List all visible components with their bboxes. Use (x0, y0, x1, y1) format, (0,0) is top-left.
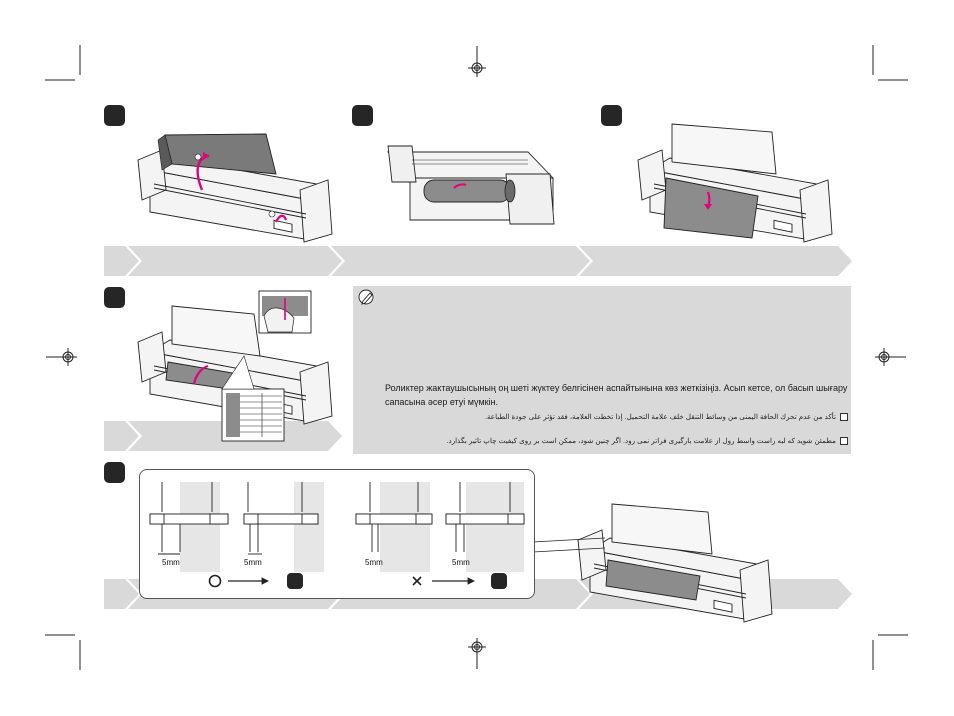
checkbox-icon (840, 413, 848, 422)
note-kazakh-line2: сапасына әсер етуі мүмкін. (385, 397, 499, 407)
mm-label: 5mm (365, 558, 383, 567)
step-badge-2 (352, 105, 373, 126)
mm-label: 5mm (244, 558, 262, 567)
note-kazakh: Роликтер жактаушысының оң шеті жүктеу бе… (385, 381, 848, 409)
inset-hand-detail (258, 290, 312, 334)
printer-step2 (387, 145, 555, 225)
inset-scale-detail (221, 355, 285, 442)
step-ref-badge (287, 573, 303, 589)
step-ref-badge (491, 573, 507, 589)
step-badge-1 (104, 105, 125, 126)
step-badge-3 (601, 105, 622, 126)
note-kazakh-line1: Роликтер жактаушысының оң шеті жүктеу бе… (385, 383, 848, 393)
printer-step3 (637, 123, 833, 243)
checkbox-icon (840, 437, 848, 446)
note-persian-text: مطمئن شوید که لبه راست واسط رول از علامت… (446, 436, 836, 445)
note-arabic-text: تأكد من عدم تحرك الحافة اليمنى من وسائط … (484, 412, 836, 421)
printer-step5 (577, 503, 773, 623)
note-persian: مطمئن شوید که لبه راست واسط رول از علامت… (440, 434, 848, 448)
note-box (353, 286, 851, 454)
step-badge-5 (104, 462, 125, 483)
printer-step1 (137, 133, 333, 243)
mm-label: 5mm (162, 558, 180, 567)
note-arabic: تأكد من عدم تحرك الحافة اليمنى من وسائط … (440, 410, 848, 424)
mm-label: 5mm (452, 558, 470, 567)
step-badge-4 (104, 287, 125, 308)
